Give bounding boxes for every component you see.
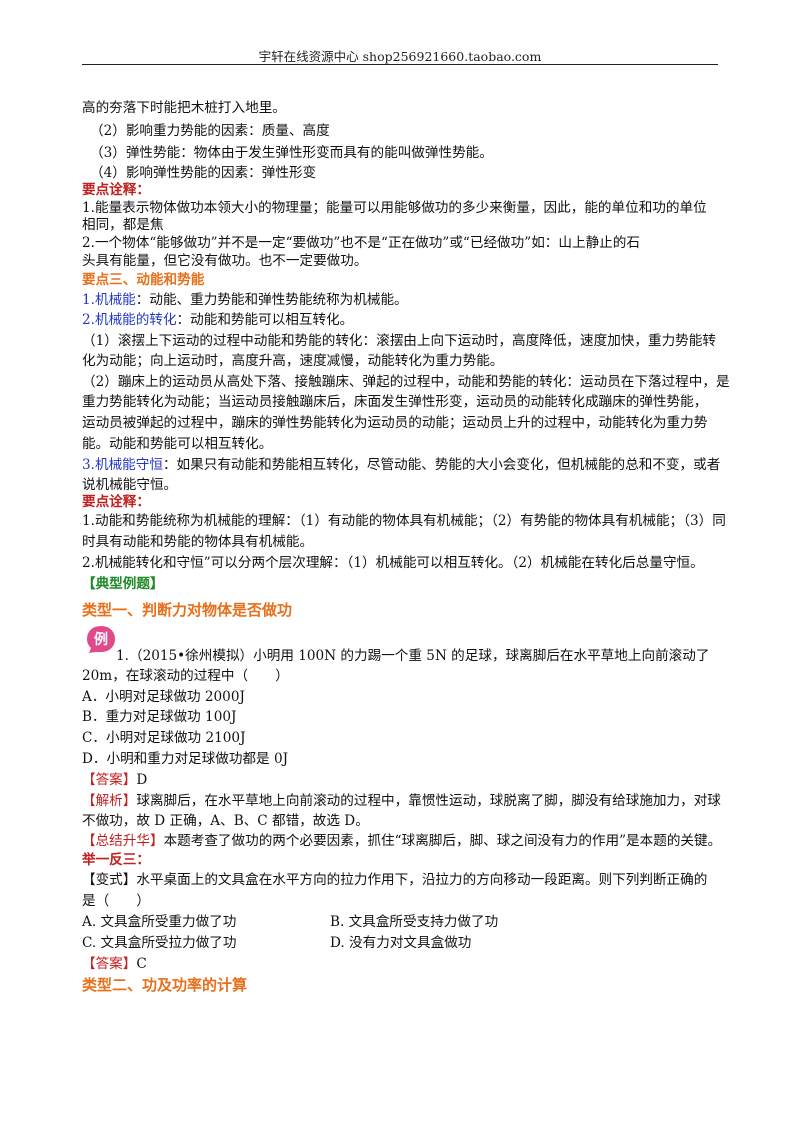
section3-para-4-line-4: 能。动能和势能可以相互转化。 <box>82 436 273 452</box>
answer-value: D <box>136 772 148 788</box>
option-d: D．小明和重力对足球做功都是 0J <box>82 751 289 767</box>
summary-line: 【总结升华】本题考查了做功的两个必要因素，抓住“球离脚后，脚、球之间没有力的作用… <box>82 833 722 849</box>
section3-para-2: 2.机械能的转化：动能和势能可以相互转化。 <box>82 312 354 328</box>
variant-option-b: B. 文具盒所受支持力做了功 <box>330 914 499 930</box>
intro-line-2: （2）影响重力势能的因素：质量、高度 <box>90 123 330 139</box>
summary-label: 【总结升华】 <box>82 833 164 849</box>
section3-para-5-line-2: 说机械能守恒。 <box>82 477 178 493</box>
variant-answer-line: 【答案】C <box>82 954 147 974</box>
example-badge-label: 例 <box>94 631 108 648</box>
section3-para-3-line-1: （1）滚摆上下运动的过程中动能和势能的转化：滚摆由上向下运动时，高度降低，速度加… <box>82 333 716 349</box>
notes2-line-1: 1.动能和势能统称为机械能的理解：（1）有动能的物体具有机械能；（2）有势能的物… <box>82 513 726 529</box>
answer-line: 【答案】D <box>82 770 147 790</box>
mech-energy-transform-term: 2.机械能的转化 <box>82 312 177 328</box>
header-divider <box>82 64 718 65</box>
notes1-line-3: 2.一个物体“能够做功”并不是一定“要做功”也不是“正在做功”或“已经做功”如：… <box>82 235 640 251</box>
variant-line-2: 是（ ） <box>82 893 150 909</box>
page-header: 宇轩在线资源中心 shop256921660.taobao.com <box>258 49 542 64</box>
option-a: A．小明对足球做功 2000J <box>82 689 245 705</box>
question-line-1: 1.（2015•徐州模拟）小明用 100N 的力踢一个重 5N 的足球，球离脚后… <box>116 648 710 664</box>
notes2-line-3: 2.机械能转化和守恒”可以分两个层次理解：（1）机械能可以相互转化。（2）机械能… <box>82 555 704 571</box>
mech-energy-term: 1.机械能 <box>82 292 136 308</box>
variant-answer-value: C <box>136 956 147 972</box>
question-line-2: 20m，在球滚动的过程中（ ） <box>82 668 289 684</box>
answer-label: 【答案】 <box>82 772 137 788</box>
variant-label: 【变式】 <box>82 872 137 888</box>
type1-heading: 类型一、判断力对物体是否做功 <box>82 601 293 619</box>
section3-para-4-line-3: 运动员被弹起的过程中，蹦床的弹性势能转化为运动员的动能；运动员上升的过程中，动能… <box>82 415 708 431</box>
notes1-line-1: 1.能量表示物体做功本领大小的物理量；能量可以用能够做功的多少来衡量，因此，能的… <box>82 200 707 216</box>
variant-option-d: D. 没有力对文具盒做功 <box>330 935 472 951</box>
example-badge-icon: 例 <box>87 626 115 653</box>
intro-line-3: （3）弹性势能：物体由于发生弹性形变而具有的能叫做弹性势能。 <box>90 145 493 161</box>
notes2-heading: 要点诠释： <box>82 494 150 510</box>
section3-para-4-line-2: 重力势能转化为动能；当运动员接触蹦床后，床面发生弹性形变，运动员的动能转化成蹦床… <box>82 394 708 410</box>
typical-examples-heading: 【典型例题】 <box>82 576 164 592</box>
variant-line-1: 【变式】水平桌面上的文具盒在水平方向的拉力作用下，沿拉力的方向移动一段距离。则下… <box>82 872 708 888</box>
analysis-line-2: 不做功，故 D 正确，A、B、C 都错，故选 D。 <box>82 813 369 829</box>
conservation-term: 3.机械能守恒 <box>82 457 163 473</box>
section3-para-3-line-2: 化为动能；向上运动时，高度升高，速度减慢，动能转化为重力势能。 <box>82 353 504 369</box>
variant-answer-label: 【答案】 <box>82 956 137 972</box>
option-c: C．小明对足球做功 2100J <box>82 730 246 746</box>
analysis-label: 【解析】 <box>82 793 137 809</box>
notes1-line-2: 相同，都是焦 <box>82 217 164 233</box>
section3-heading: 要点三、动能和势能 <box>82 272 205 288</box>
section3-para-4-line-1: （2）蹦床上的运动员从高处下落、接触蹦床、弹起的过程中，动能和势能的转化：运动员… <box>82 374 730 390</box>
option-b: B．重力对足球做功 100J <box>82 709 237 725</box>
section3-para-5-line-1: 3.机械能守恒：如果只有动能和势能相互转化，尽管动能、势能的大小会变化，但机械能… <box>82 457 721 473</box>
intro-line-4: （4）影响弹性势能的因素：弹性形变 <box>90 165 317 181</box>
notes1-heading: 要点诠释： <box>82 182 150 198</box>
variant-option-a: A. 文具盒所受重力做了功 <box>82 914 237 930</box>
intro-line-1: 高的夯落下时能把木桩打入地里。 <box>82 100 286 116</box>
section3-para-1: 1.机械能：动能、重力势能和弹性势能统称为机械能。 <box>82 292 408 308</box>
variant-option-c: C. 文具盒所受拉力做了功 <box>82 935 237 951</box>
practice-heading: 举一反三： <box>82 852 150 868</box>
notes2-line-2: 时具有动能和势能的物体具有机械能。 <box>82 534 314 550</box>
notes1-line-4: 头具有能量，但它没有做功。也不一定要做功。 <box>82 253 368 269</box>
analysis-line-1: 【解析】球离脚后，在水平草地上向前滚动的过程中，靠惯性运动，球脱离了脚，脚没有给… <box>82 793 721 809</box>
type2-heading: 类型二、功及功率的计算 <box>82 976 248 994</box>
